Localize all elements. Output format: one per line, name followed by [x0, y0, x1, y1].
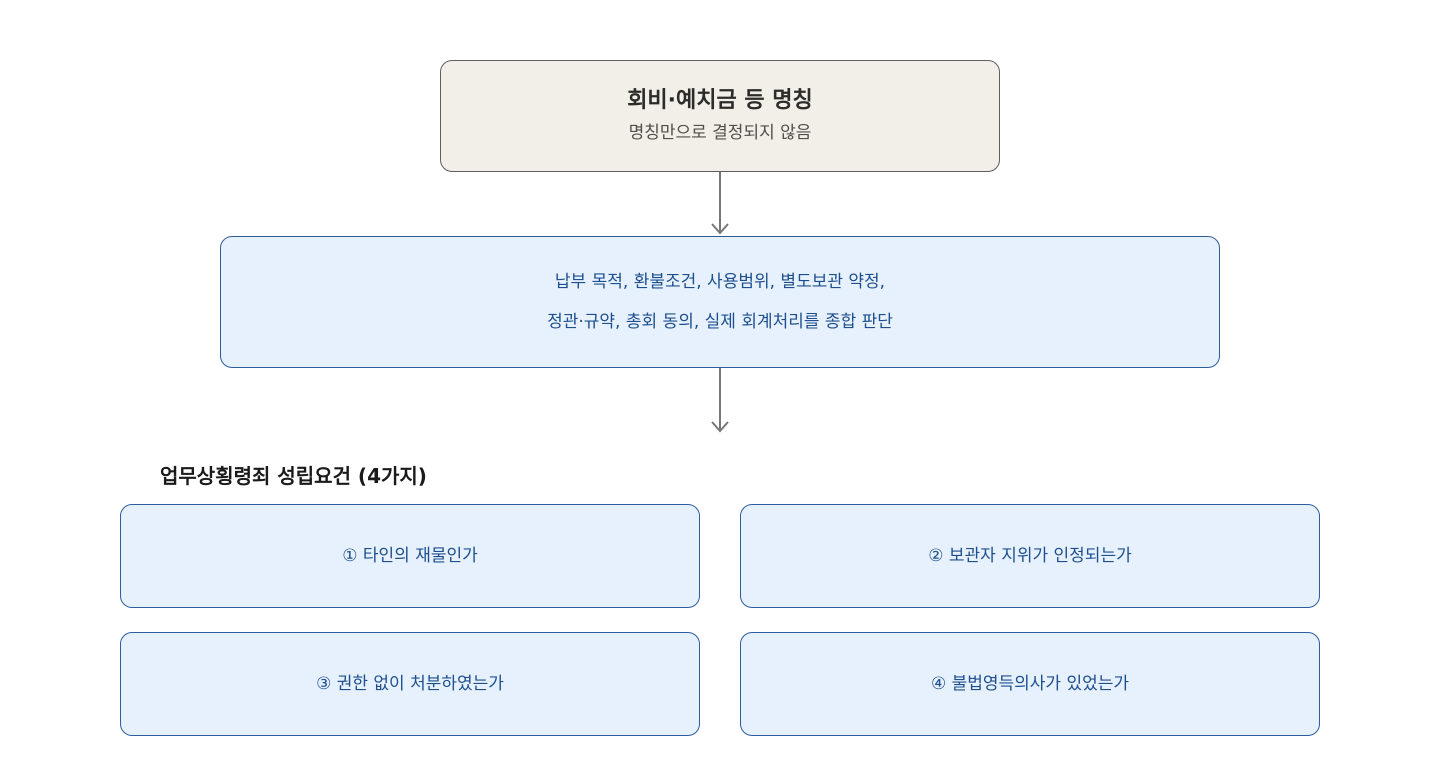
arrow-down-1 — [711, 172, 729, 235]
criteria-line-1: 납부 목적, 환불조건, 사용범위, 별도보관 약정, — [554, 272, 886, 292]
requirements-heading: 업무상횡령죄 성립요건 (4가지) — [160, 464, 427, 488]
name-label-subtitle: 명칭만으로 결정되지 않음 — [628, 123, 812, 143]
requirement-box-3: ③ 권한 없이 처분하였는가 — [120, 632, 700, 736]
requirement-label-1: ① 타인의 재물인가 — [342, 546, 478, 566]
arrow-down-2 — [711, 368, 729, 433]
requirement-label-2: ② 보관자 지위가 인정되는가 — [928, 546, 1132, 566]
requirement-label-4: ④ 불법영득의사가 있었는가 — [930, 674, 1130, 694]
requirement-box-1: ① 타인의 재물인가 — [120, 504, 700, 608]
requirement-label-3: ③ 권한 없이 처분하였는가 — [316, 674, 504, 694]
requirement-box-2: ② 보관자 지위가 인정되는가 — [740, 504, 1320, 608]
requirement-box-4: ④ 불법영득의사가 있었는가 — [740, 632, 1320, 736]
name-label-title: 회비·예치금 등 명칭 — [627, 88, 813, 113]
judgement-criteria-box: 납부 목적, 환불조건, 사용범위, 별도보관 약정, 정관·규약, 총회 동의… — [220, 236, 1220, 368]
name-label-box: 회비·예치금 등 명칭 명칭만으로 결정되지 않음 — [440, 60, 1000, 172]
criteria-line-2: 정관·규약, 총회 동의, 실제 회계처리를 종합 판단 — [547, 312, 893, 332]
